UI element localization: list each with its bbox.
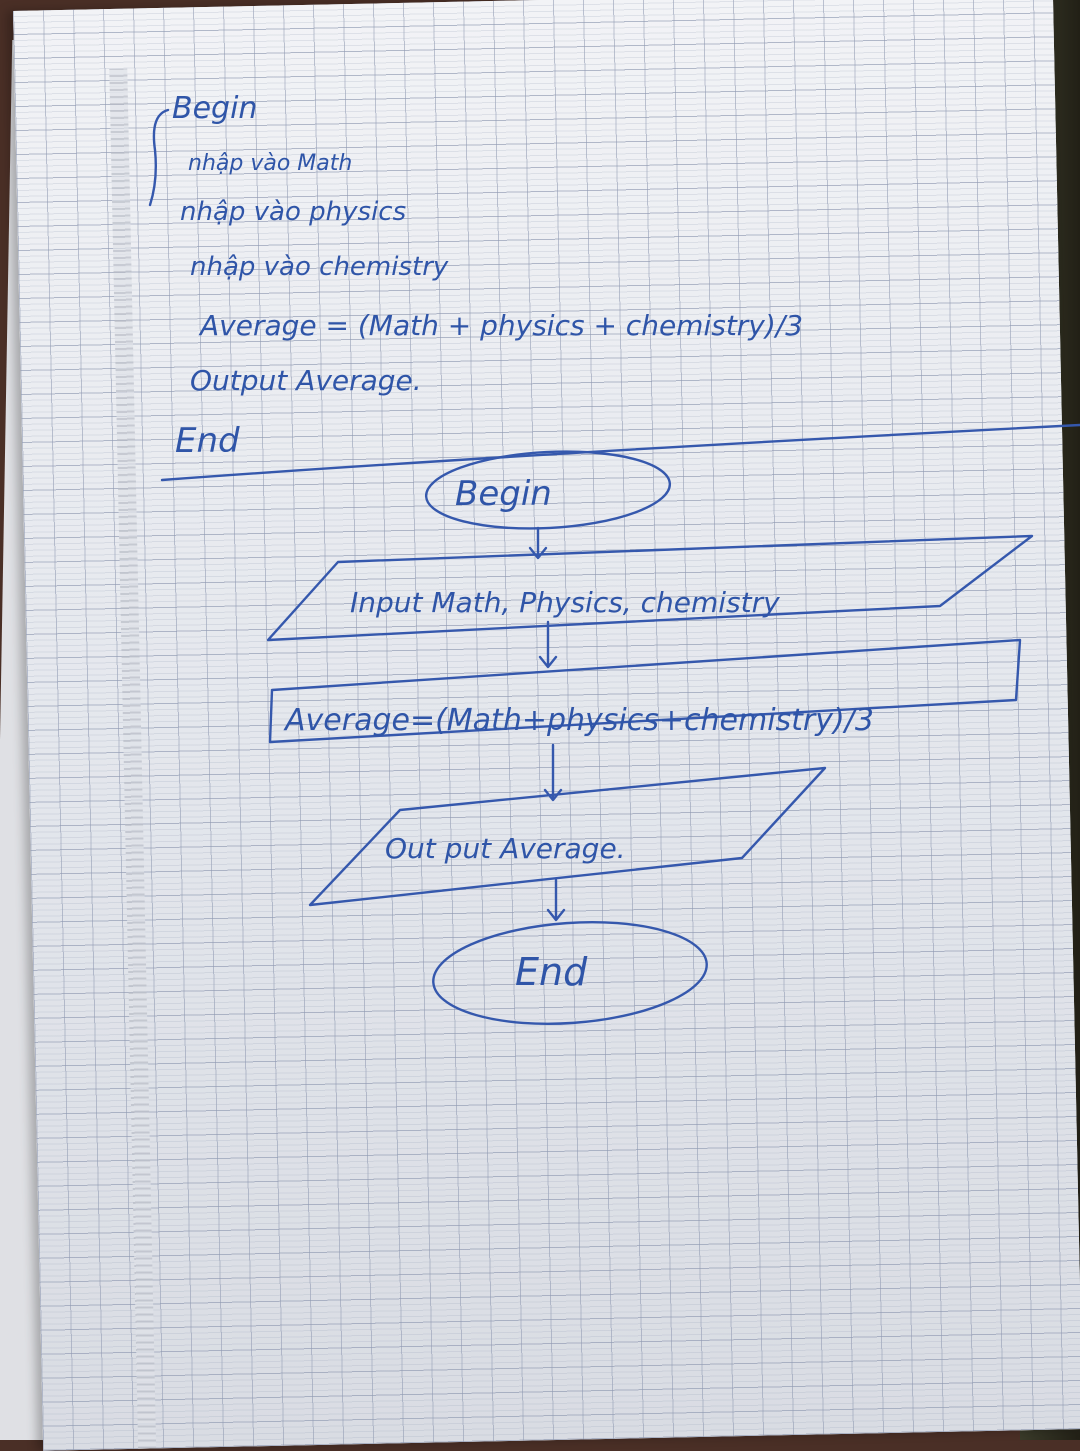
flow-input-node xyxy=(266,534,1034,642)
flow-arrow-3 xyxy=(543,743,563,802)
pseudo-begin: Begin xyxy=(172,91,257,126)
section-divider xyxy=(160,423,1080,482)
pseudo-line-chemistry: nhập vào chemistry xyxy=(190,252,449,282)
flow-arrow-1 xyxy=(528,526,548,560)
flow-begin-label: Begin xyxy=(455,474,552,514)
pseudo-line-physics: nhập vào physics xyxy=(180,197,406,227)
flow-end-terminal xyxy=(432,921,708,1025)
flow-output-label: Out put Average. xyxy=(385,832,626,865)
flow-end-label: End xyxy=(515,950,588,994)
flow-input-label: Input Math, Physics, chemistry xyxy=(350,586,780,619)
pseudo-line-output: Output Average. xyxy=(190,364,422,397)
flow-arrow-4 xyxy=(546,878,566,922)
flow-process-node xyxy=(268,638,1022,744)
flow-process-label: Average=(Math+physics+chemistry)/3 xyxy=(283,703,874,738)
pseudocode-block: Begin nhập vào Math nhập vào physics nhậ… xyxy=(148,91,1080,482)
flow-output-node xyxy=(308,766,827,907)
pseudo-line-math: nhập vào Math xyxy=(188,151,352,176)
flowchart: Begin Input Math, Physics, chemistry Ave… xyxy=(266,450,1034,1025)
flow-begin-terminal xyxy=(424,450,672,530)
brace-mark xyxy=(148,108,170,207)
pseudo-line-average: Average = (Math + physics + chemistry)/3 xyxy=(198,309,803,342)
flow-arrow-2 xyxy=(538,620,558,669)
pseudo-end: End xyxy=(175,421,240,461)
